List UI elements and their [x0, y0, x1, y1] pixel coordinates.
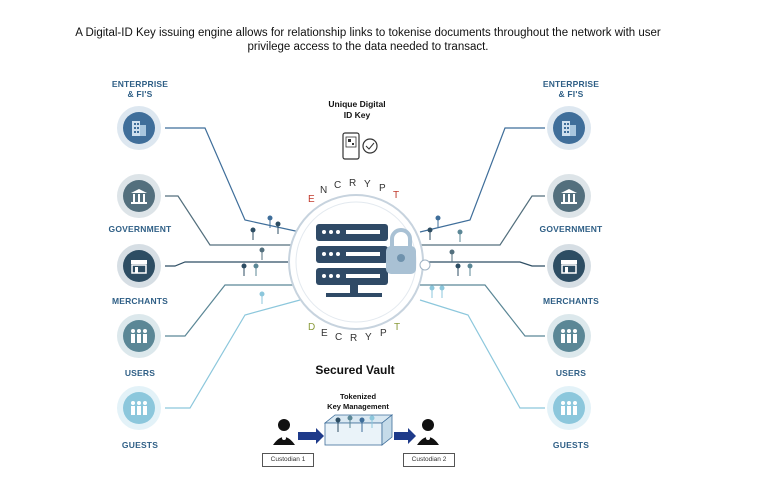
decrypt-letter: Y — [365, 332, 372, 343]
left-label-merchants: MERCHANTS — [111, 296, 169, 306]
left-label-enterprise: ENTERPRISE& FI'S — [111, 79, 169, 99]
guests-group-icon — [123, 392, 155, 424]
right-guests-badge — [547, 386, 591, 430]
encrypt-letter: C — [334, 180, 342, 191]
digital-id-key-title: Unique Digital ID Key — [328, 99, 386, 120]
decrypt-letter: T — [394, 322, 401, 333]
right-label-government: GOVERNMENT — [539, 224, 603, 234]
server-stack-icon — [316, 224, 388, 297]
key-pins-left — [241, 215, 281, 304]
secured-vault-title: Secured Vault — [315, 363, 395, 377]
left-users-badge — [117, 314, 161, 358]
encrypt-letter: P — [379, 183, 386, 194]
storefront-icon — [553, 250, 585, 282]
custodian-person-icon — [273, 419, 295, 445]
decrypt-letter: P — [380, 328, 387, 339]
custodian-2-label: Custodian 2 — [403, 453, 455, 467]
right-label-merchants: MERCHANTS — [542, 296, 600, 306]
caption: A Digital-ID Key issuing engine allows f… — [48, 26, 688, 54]
government-building-icon — [553, 180, 585, 212]
key-management-box-icon — [323, 414, 394, 446]
left-merchants-badge — [117, 244, 161, 288]
encrypt-letter: R — [349, 178, 357, 189]
building-icon — [553, 112, 585, 144]
decrypt-letter: E — [321, 328, 328, 339]
decrypt-letter: R — [350, 333, 358, 344]
users-group-icon — [553, 320, 585, 352]
left-government-badge — [117, 174, 161, 218]
arrow-right-icon — [298, 428, 324, 444]
left-guests-badge — [117, 386, 161, 430]
caption-line-2: privilege access to the data needed to t… — [247, 41, 489, 53]
users-group-icon — [123, 320, 155, 352]
custodian-person-icon — [417, 419, 439, 445]
decrypt-letter: D — [308, 322, 316, 333]
guests-group-icon — [553, 392, 585, 424]
government-building-icon — [123, 180, 155, 212]
storefront-icon — [123, 250, 155, 282]
right-users-badge — [547, 314, 591, 358]
encrypt-letter: Y — [364, 179, 371, 190]
custodian-1-label: Custodian 1 — [262, 453, 314, 467]
right-government-badge — [547, 174, 591, 218]
building-icon — [123, 112, 155, 144]
digital-id-phone-icon — [342, 132, 378, 160]
arrow-right-icon — [394, 428, 416, 444]
caption-line-1: A Digital-ID Key issuing engine allows f… — [75, 27, 661, 39]
key-management-title: Tokenized Key Management — [327, 392, 389, 411]
right-enterprise-badge — [547, 106, 591, 150]
right-label-enterprise: ENTERPRISE& FI'S — [542, 79, 600, 99]
left-label-government: GOVERNMENT — [108, 224, 172, 234]
encrypt-letter: T — [393, 190, 400, 201]
encrypt-letter: N — [320, 185, 328, 196]
right-label-users: USERS — [555, 368, 587, 378]
decrypt-letter: C — [335, 332, 343, 343]
key-pins-right — [427, 215, 473, 298]
padlock-icon — [386, 228, 416, 274]
encrypt-letter: E — [308, 194, 315, 205]
left-enterprise-badge — [117, 106, 161, 150]
right-label-guests: GUESTS — [552, 440, 590, 450]
left-label-guests: GUESTS — [121, 440, 159, 450]
right-merchants-badge — [547, 244, 591, 288]
left-label-users: USERS — [124, 368, 156, 378]
